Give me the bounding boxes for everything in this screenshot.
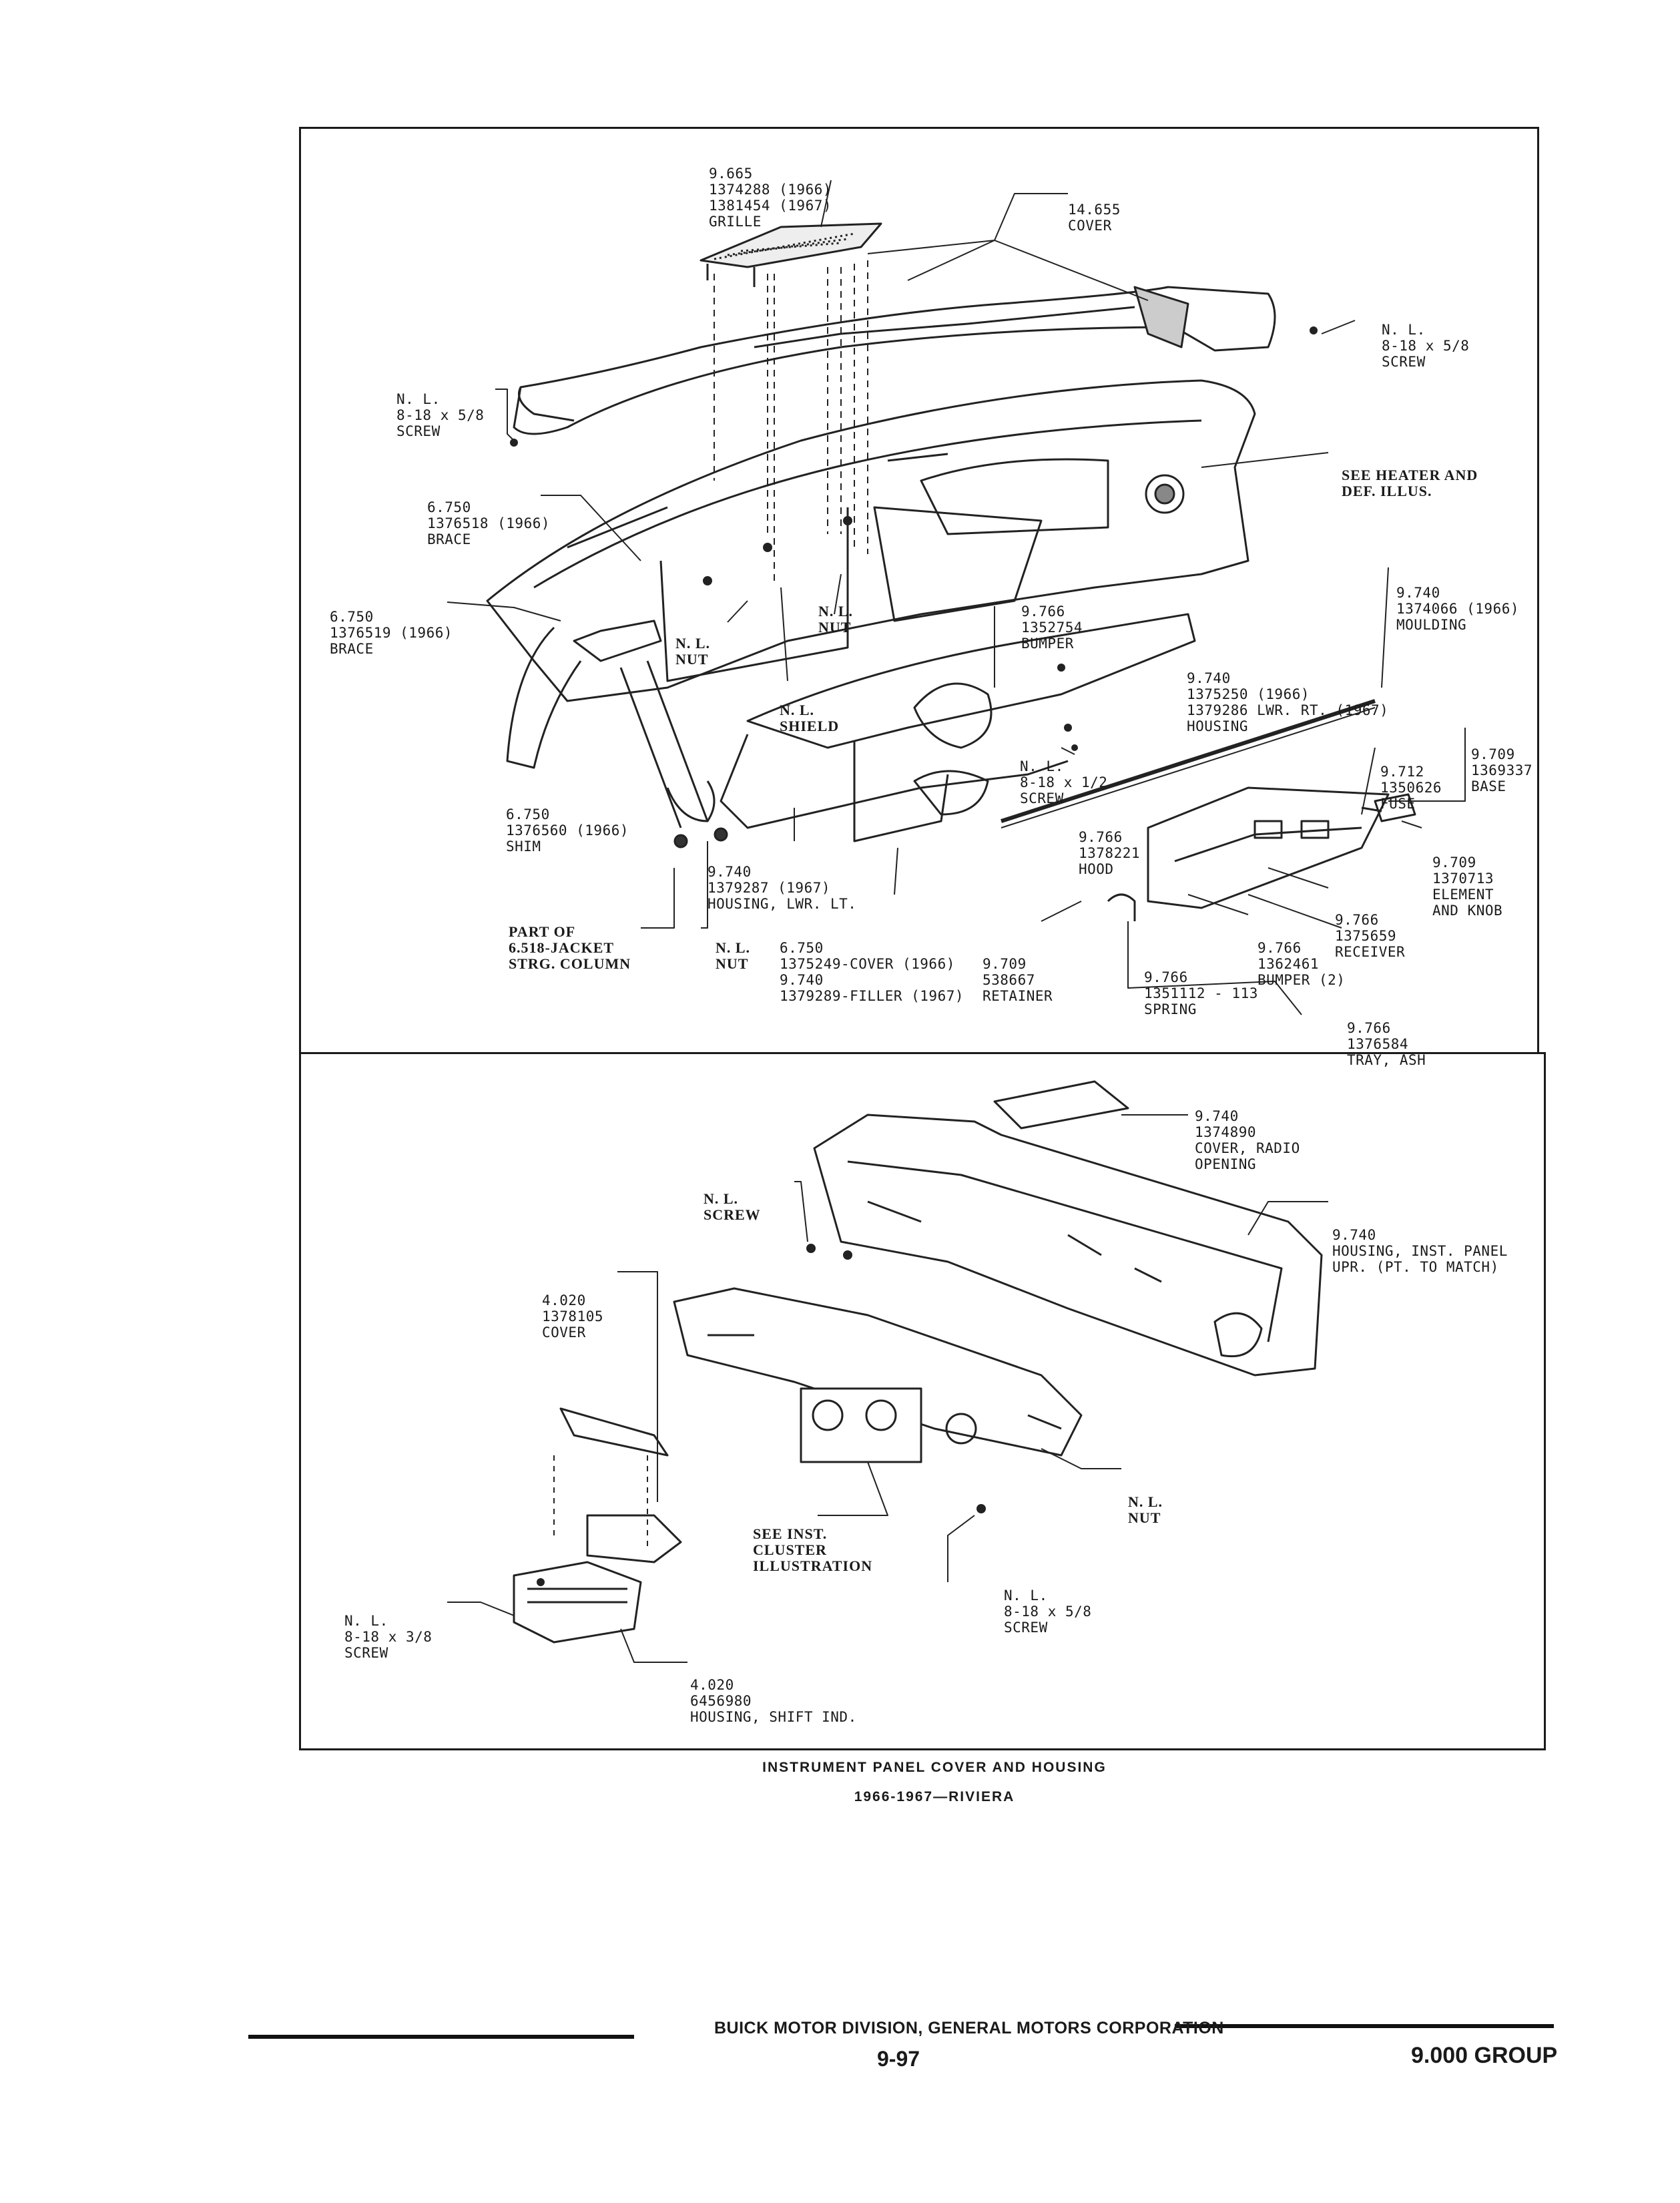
screw-lower-a-callout: N. L.SCREW — [704, 1190, 761, 1223]
footer-page-number: 9-97 — [877, 2047, 920, 2071]
nut-c-callout: N. L.NUT — [716, 939, 751, 972]
figure-caption-subtitle: 1966-1967—RIVIERA — [854, 1789, 1015, 1804]
footer-group: 9.000 GROUP — [1411, 2043, 1558, 2068]
lower-illustration-frame — [299, 1052, 1546, 1750]
nut-a-callout: N. L.NUT — [675, 635, 711, 668]
shield-callout: N. L.SHIELD — [780, 702, 840, 734]
nut-b-callout: N. L.NUT — [818, 603, 854, 636]
footer-rule-right — [1175, 2024, 1554, 2028]
footer-rule-left — [248, 2035, 634, 2039]
footer-division: BUICK MOTOR DIVISION, GENERAL MOTORS COR… — [714, 2019, 1224, 2037]
figure-caption-title: INSTRUMENT PANEL COVER AND HOUSING — [762, 1760, 1107, 1775]
nut-lower-callout: N. L.NUT — [1128, 1493, 1163, 1526]
